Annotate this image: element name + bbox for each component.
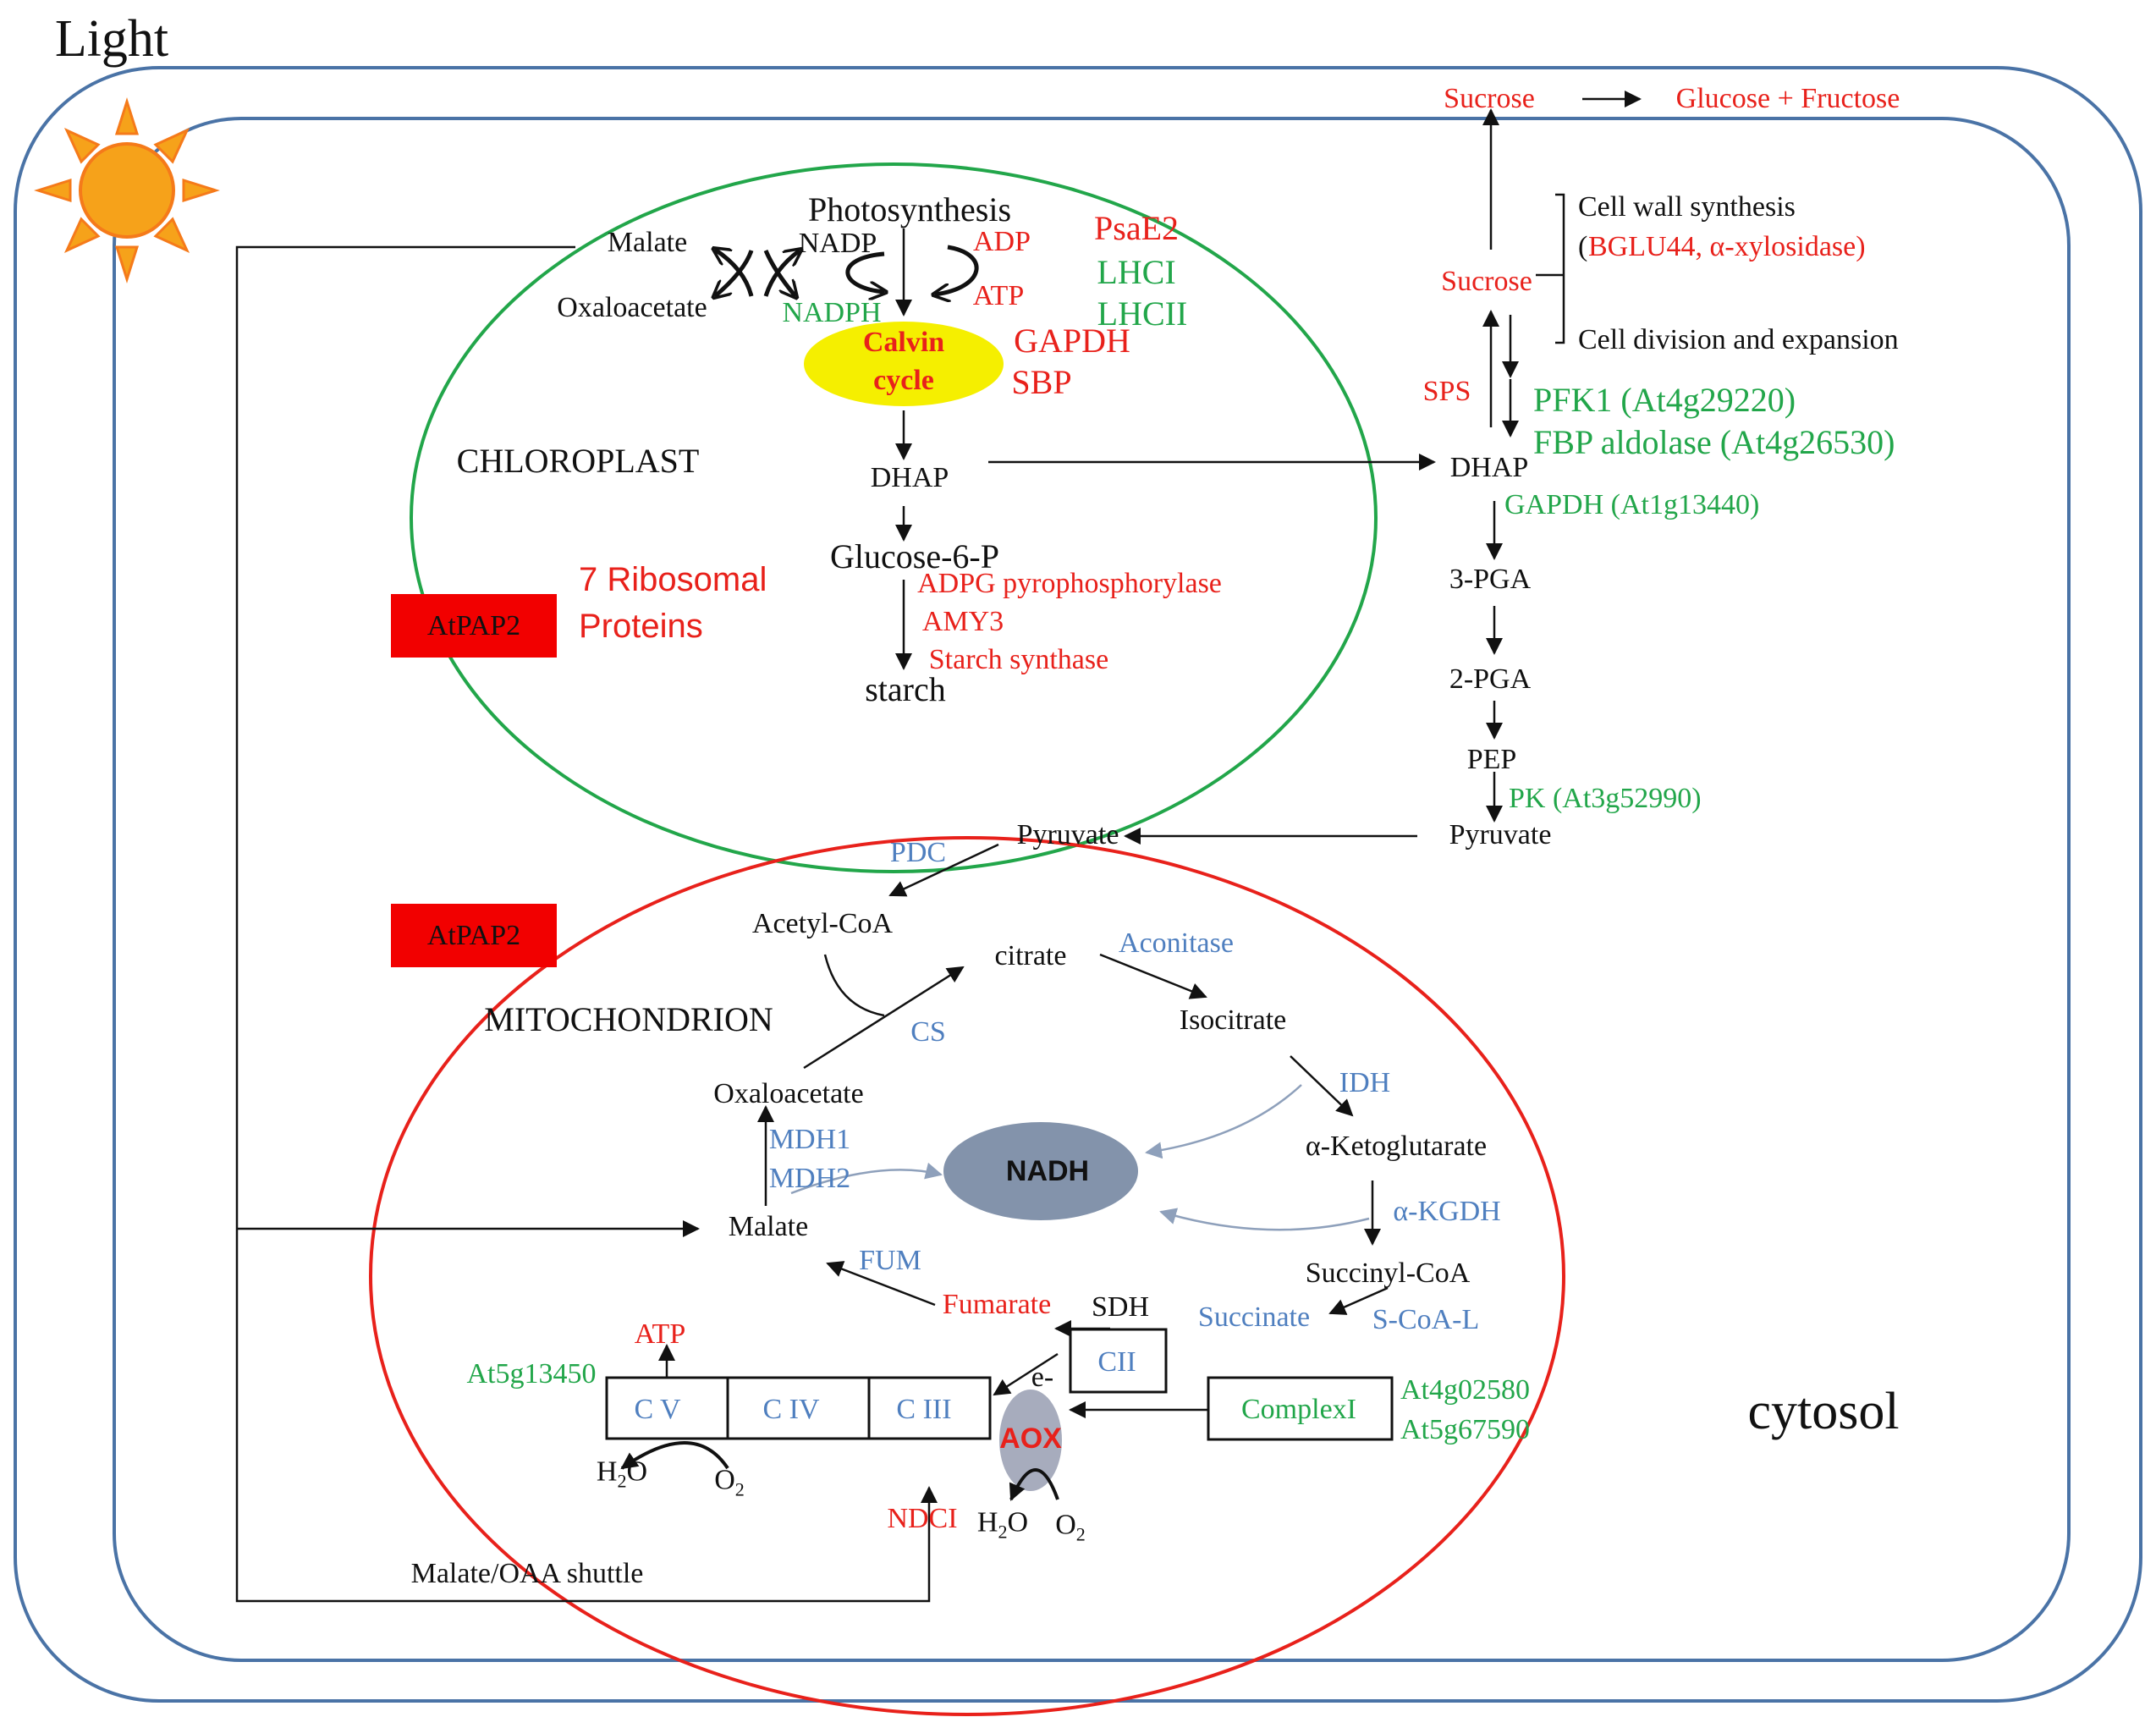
ndci-label: NDCI — [887, 1503, 958, 1534]
atpap2-chloroplast-label: AtPAP2 — [426, 610, 521, 641]
at5g13450-label: At5g13450 — [466, 1358, 597, 1390]
nadp-label: NADP — [798, 228, 877, 259]
cell-division-label: Cell division and expansion — [1578, 324, 1899, 355]
starch-synthase-label: Starch synthase — [928, 644, 1109, 675]
atpap2-chloroplast-box — [391, 594, 557, 658]
alpha-kg-label: α-Ketoglutarate — [1305, 1131, 1488, 1162]
complex-i-box — [1207, 1376, 1394, 1441]
glucose6p-label: Glucose-6-P — [830, 537, 999, 575]
nadph-label: NADPH — [782, 297, 882, 328]
at4g02580-label: At4g02580 — [1400, 1374, 1530, 1406]
ribosomal-label-2: Proteins — [579, 608, 703, 645]
pfk1-label: PFK1 (At4g29220) — [1533, 381, 1796, 419]
s-coa-l-label: S-CoA-L — [1372, 1304, 1480, 1335]
psae2-label: PsaE2 — [1094, 209, 1179, 247]
calvin-cycle-label-2: cycle — [873, 365, 934, 396]
complex-iii-box — [867, 1376, 992, 1440]
fbp-aldolase-label: FBP aldolase (At4g26530) — [1533, 423, 1895, 461]
mito-pyruvate-label: Pyruvate — [1016, 819, 1119, 850]
succinyl-coa-label: Succinyl-CoA — [1305, 1257, 1471, 1289]
chloroplast-gapdh-label: GAPDH — [1014, 322, 1130, 360]
outer-cell-outline — [14, 66, 2142, 1703]
pga2-label: 2-PGA — [1449, 663, 1532, 695]
glucose-fructose-label: Glucose + Fructose — [1675, 83, 1900, 114]
lhci-label: LHCI — [1097, 253, 1176, 291]
alpha-kgdh-label: α-KGDH — [1393, 1196, 1501, 1227]
light-label: Light — [54, 10, 169, 68]
cell-wall-genes-open: ( — [1578, 231, 1588, 262]
chloroplast-malate-label: Malate — [607, 227, 688, 258]
mdh1-label: MDH1 — [768, 1124, 851, 1155]
cell-wall-genes-label: BGLU44, α-xylosidase) — [1588, 231, 1866, 262]
chloroplast-label: CHLOROPLAST — [456, 442, 700, 480]
mito-atp-label: ATP — [634, 1318, 686, 1350]
calvin-cycle-label-1: Calvin — [862, 327, 945, 358]
amy3-label: AMY3 — [921, 606, 1004, 637]
sbp-label: SBP — [1011, 363, 1072, 401]
isocitrate-label: Isocitrate — [1179, 1004, 1287, 1036]
complex-iii-label: C III — [896, 1394, 952, 1425]
aox-oval — [999, 1390, 1062, 1491]
pdc-label: PDC — [889, 837, 947, 868]
complex-v-label: C V — [634, 1394, 681, 1425]
starch-label: starch — [865, 670, 946, 708]
acetyl-coa-label: Acetyl-CoA — [751, 908, 894, 939]
cytosol-gapdh-label: GAPDH (At1g13440) — [1504, 489, 1760, 520]
atpap2-mitochondrion-label: AtPAP2 — [426, 920, 521, 951]
sucrose-label: Sucrose — [1441, 266, 1532, 297]
mito-oxaloacetate-label: Oxaloacetate — [713, 1078, 864, 1109]
chloroplast-outline — [410, 162, 1378, 873]
cv-oxygen-label: O2 — [714, 1464, 745, 1500]
idh-label: IDH — [1339, 1067, 1391, 1098]
at5g67590-label: At5g67590 — [1400, 1414, 1530, 1445]
aox-label: AOX — [999, 1423, 1062, 1455]
cytosol-pyruvate-label: Pyruvate — [1449, 819, 1552, 850]
complex-ii-box — [1069, 1328, 1168, 1394]
mdh2-label: MDH2 — [768, 1163, 851, 1194]
chloroplast-dhap-label: DHAP — [870, 462, 949, 493]
mito-malate-label: Malate — [728, 1211, 809, 1242]
complex-iv-label: C IV — [762, 1394, 820, 1425]
calvin-cycle-oval — [804, 322, 1004, 406]
ribosomal-label-1: 7 Ribosomal — [579, 561, 767, 598]
e-minus-label: e- — [1031, 1362, 1054, 1393]
sucrose-top-label: Sucrose — [1444, 83, 1535, 114]
aox-oxygen-label: O2 — [1055, 1509, 1086, 1545]
succinate-label: Succinate — [1197, 1302, 1311, 1333]
sdh-label: SDH — [1091, 1291, 1150, 1323]
complex-i-label: ComplexI — [1241, 1394, 1356, 1425]
cv-water-label: H2O — [596, 1456, 648, 1492]
atpap2-mitochondrion-box — [391, 904, 557, 967]
lhcii-label: LHCII — [1097, 294, 1188, 333]
nadh-oval — [943, 1122, 1138, 1220]
aox-water-label: H2O — [976, 1506, 1029, 1543]
sun-icon — [34, 97, 220, 283]
nadh-label: NADH — [1005, 1155, 1090, 1187]
fumarate-label: Fumarate — [942, 1289, 1052, 1320]
pk-label: PK (At3g52990) — [1509, 783, 1702, 814]
photosynthesis-label: Photosynthesis — [807, 190, 1012, 228]
adpg-label: ADPG pyrophosphorylase — [917, 568, 1222, 599]
aconitase-label: Aconitase — [1119, 927, 1234, 959]
fum-label: FUM — [859, 1245, 921, 1276]
cytosol-dhap-label: DHAP — [1449, 452, 1529, 483]
complex-ii-label: CII — [1097, 1346, 1136, 1378]
pga3-label: 3-PGA — [1449, 564, 1532, 595]
chloroplast-atp-label: ATP — [972, 280, 1025, 311]
inner-cell-outline — [113, 117, 2071, 1662]
shuttle-label: Malate/OAA shuttle — [410, 1558, 644, 1589]
chloroplast-adp-label: ADP — [972, 226, 1031, 257]
cs-label: CS — [910, 1016, 946, 1048]
sps-label: SPS — [1422, 376, 1471, 407]
citrate-label: citrate — [994, 940, 1067, 971]
mitochondrion-label: MITOCHONDRION — [484, 1000, 773, 1038]
chloroplast-oxaloacetate-label: Oxaloacetate — [557, 292, 707, 323]
cytosol-label: cytosol — [1747, 1383, 1900, 1440]
pep-label: PEP — [1466, 744, 1517, 775]
cell-wall-label: Cell wall synthesis — [1578, 191, 1796, 223]
mitochondrion-outline — [369, 836, 1565, 1716]
